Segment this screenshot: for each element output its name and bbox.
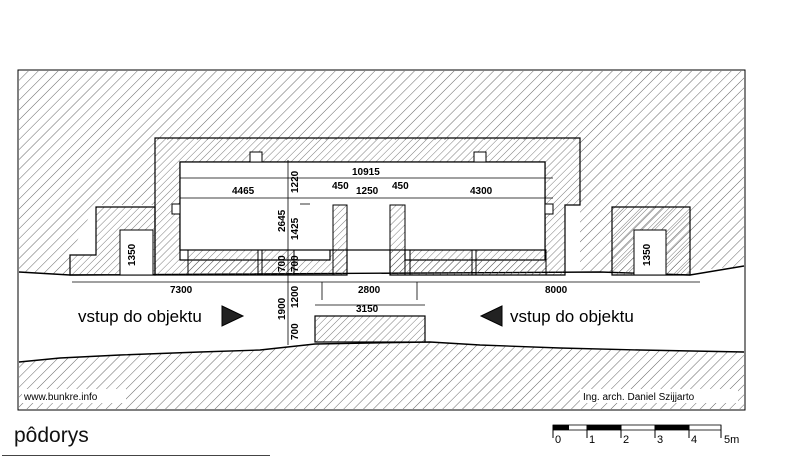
dim-height-1425: 1425 (290, 217, 301, 240)
watermark-right: Ing. arch. Daniel Szijjarto (583, 392, 695, 403)
wall-block-left (187, 249, 259, 276)
dim-small-700b: 700 (290, 255, 301, 272)
dim-center-gap: 1250 (356, 186, 379, 197)
bunker-interior (179, 161, 546, 251)
dim-left-gap: 450 (332, 181, 349, 192)
dim-left-run: 7300 (170, 285, 193, 296)
dim-small-700a: 700 (277, 255, 288, 272)
dim-center-run: 2800 (358, 285, 381, 296)
dim-700: 700 (290, 323, 301, 340)
entrance-label-left: vstup do objektu (78, 307, 202, 326)
terrain-lower-line (18, 341, 745, 363)
scale-label-2: 2 (623, 434, 629, 446)
dim-right-gap: 450 (392, 181, 409, 192)
earth-top (19, 71, 744, 275)
scale-bar (552, 424, 722, 438)
scale-label-3: 3 (657, 434, 663, 446)
dim-1200: 1200 (290, 285, 301, 308)
scale-label-0: 0 (555, 434, 561, 446)
dim-right-1350: 1350 (642, 243, 653, 266)
left-wing-opening (119, 229, 154, 276)
dim-1900: 1900 (277, 297, 288, 320)
wall-block-center-left (332, 204, 348, 276)
notch-side-right (544, 203, 554, 215)
scale-label-4: 4 (691, 434, 697, 446)
scale-label-5m: 5m (724, 434, 739, 446)
dim-wall-1220: 1220 (290, 170, 301, 193)
dim-left-1350: 1350 (127, 243, 138, 266)
title-underline (2, 455, 270, 456)
wall-block-left-b (261, 249, 295, 276)
wall-block-center-right (389, 204, 406, 276)
notch-side-left (171, 203, 181, 215)
dim-bottom-wall: 3150 (356, 304, 379, 315)
entrance-label-right: vstup do objektu (510, 307, 634, 326)
dim-left-room: 4465 (232, 186, 255, 197)
right-wing-opening (633, 229, 667, 276)
dimension-lines (72, 160, 700, 345)
dim-height-2645: 2645 (277, 209, 288, 232)
drawing-title: pôdorys (14, 424, 89, 447)
notch-top-right (473, 151, 487, 163)
wall-block-right (409, 249, 473, 276)
notch-top-left (249, 151, 263, 163)
dim-overall-width: 10915 (352, 167, 380, 178)
arrow-left-icon (479, 305, 503, 327)
wall-block-right-b (475, 249, 547, 276)
terrain-upper-line (18, 265, 745, 276)
arrow-right-icon (221, 305, 245, 327)
dim-right-room: 4300 (470, 186, 493, 197)
scale-label-1: 1 (589, 434, 595, 446)
dim-right-run: 8000 (545, 285, 568, 296)
bottom-wall-block (314, 315, 426, 343)
earth-bottom (19, 342, 744, 409)
watermark-left: www.bunkre.info (23, 392, 98, 403)
